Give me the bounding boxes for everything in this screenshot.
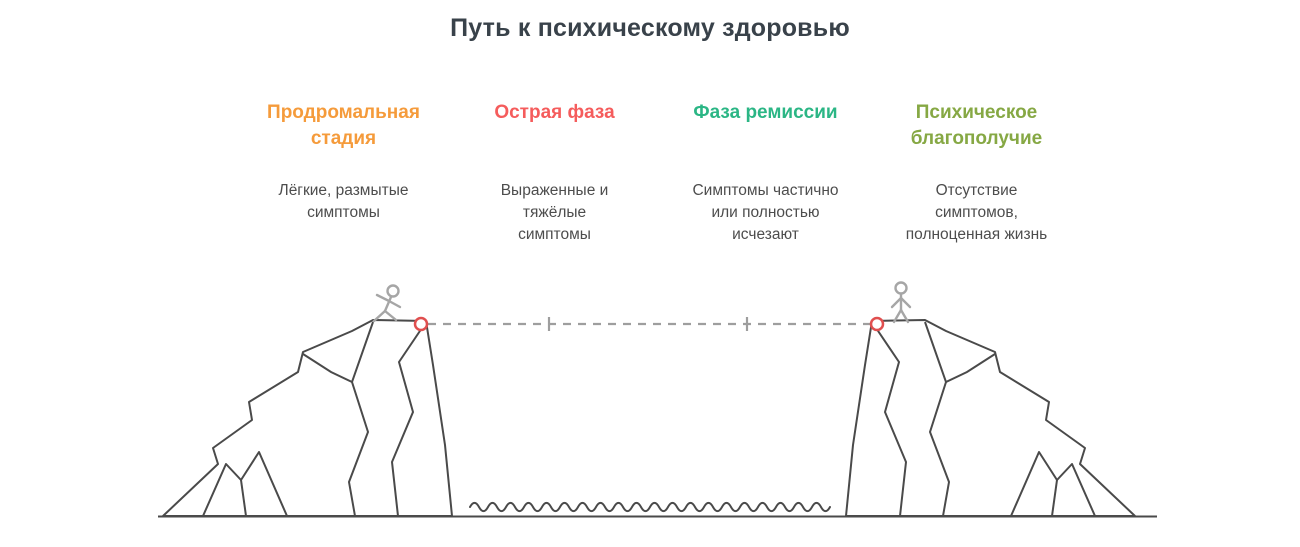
stage-label: Острая фаза xyxy=(494,102,615,123)
stage-label: Фаза ремиссии xyxy=(693,102,838,123)
stages-row: Продромальная стадия Лёгкие, размытые си… xyxy=(238,100,1082,246)
stage-description: Отсутствие симптомов, полноценная жизнь xyxy=(905,182,1048,243)
stage-wellbeing: Психическое благополучие Отсутствие симп… xyxy=(871,100,1082,246)
water-waves xyxy=(469,501,831,513)
left-stick-figure xyxy=(372,284,402,323)
right-cliff xyxy=(845,319,1136,517)
stage-description: Симптомы частично или полностью исчезают xyxy=(692,182,839,243)
tightrope-dashed-line xyxy=(428,317,870,331)
left-anchor-point xyxy=(413,316,429,332)
stage-remission: Фаза ремиссии Симптомы частично или полн… xyxy=(660,100,871,246)
right-stick-figure xyxy=(890,281,912,324)
page-title: Путь к психическому здоровью xyxy=(450,14,850,42)
stage-label: Продромальная стадия xyxy=(267,102,420,149)
stage-prodromal: Продромальная стадия Лёгкие, размытые си… xyxy=(238,100,449,246)
stage-label: Психическое благополучие xyxy=(910,102,1043,149)
left-cliff xyxy=(162,319,453,517)
stage-description: Выраженные и тяжёлые симптомы xyxy=(500,182,609,243)
stage-description: Лёгкие, размытые симптомы xyxy=(278,182,409,221)
stage-acute: Острая фаза Выраженные и тяжёлые симптом… xyxy=(449,100,660,246)
right-anchor-point xyxy=(869,316,885,332)
